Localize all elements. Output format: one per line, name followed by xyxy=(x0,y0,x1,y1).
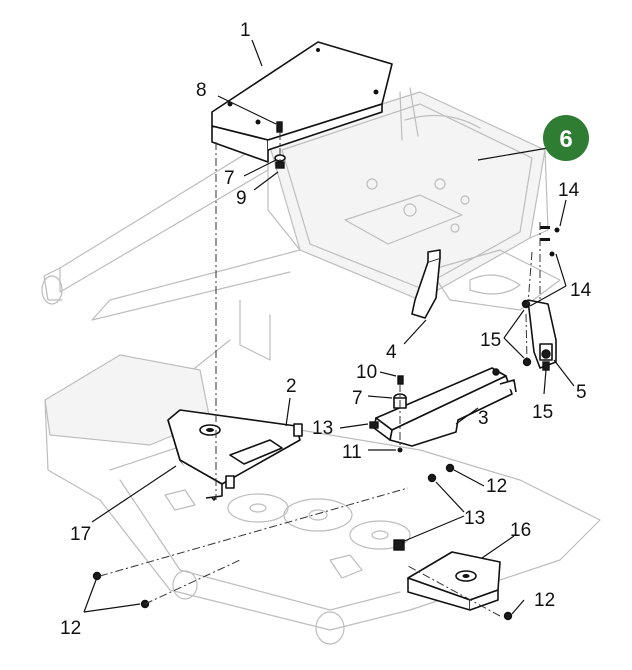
callout-16: 16 xyxy=(510,520,531,541)
callout-5: 5 xyxy=(576,382,587,403)
part-16-right-cover xyxy=(407,551,501,611)
callout-17: 17 xyxy=(70,524,91,545)
callout-15-lower: 15 xyxy=(532,402,553,423)
part-4-bracket xyxy=(411,249,441,319)
callout-labels: 1 8 7 9 2 4 10 7 13 11 3 12 13 16 12 12 … xyxy=(60,20,592,639)
mower-deck-ghost xyxy=(44,354,601,645)
callout-14-lower: 14 xyxy=(570,280,592,301)
callout-12-bottom-left: 12 xyxy=(60,618,81,639)
leader-lines xyxy=(83,39,575,615)
callout-7-lower: 7 xyxy=(352,388,363,409)
callout-7-upper: 7 xyxy=(224,168,235,189)
callout-2: 2 xyxy=(286,376,297,397)
callout-13-lower: 13 xyxy=(464,508,485,529)
part-1-top-cover xyxy=(211,41,393,163)
callout-11: 11 xyxy=(342,442,362,463)
step-badge-number: 6 xyxy=(559,126,572,153)
callout-4: 4 xyxy=(386,342,397,363)
part-17-left-bracket xyxy=(167,409,303,501)
callout-9: 9 xyxy=(236,188,247,209)
callout-10: 10 xyxy=(356,362,377,383)
step-badge: 6 xyxy=(543,115,589,161)
callout-15-upper: 15 xyxy=(480,330,501,351)
callout-12-bottom-right: 12 xyxy=(534,590,555,611)
callout-8: 8 xyxy=(196,80,207,101)
assembly-lines xyxy=(99,132,541,617)
callout-12-right: 12 xyxy=(486,476,507,497)
part-5-side-bracket xyxy=(527,299,557,369)
callout-1: 1 xyxy=(240,20,251,41)
callout-14-upper: 14 xyxy=(558,180,580,201)
hardware-12-13-lower xyxy=(92,463,513,621)
mower-frame-ghost xyxy=(41,87,561,396)
callout-3: 3 xyxy=(478,408,489,429)
callout-13-upper: 13 xyxy=(312,418,333,439)
